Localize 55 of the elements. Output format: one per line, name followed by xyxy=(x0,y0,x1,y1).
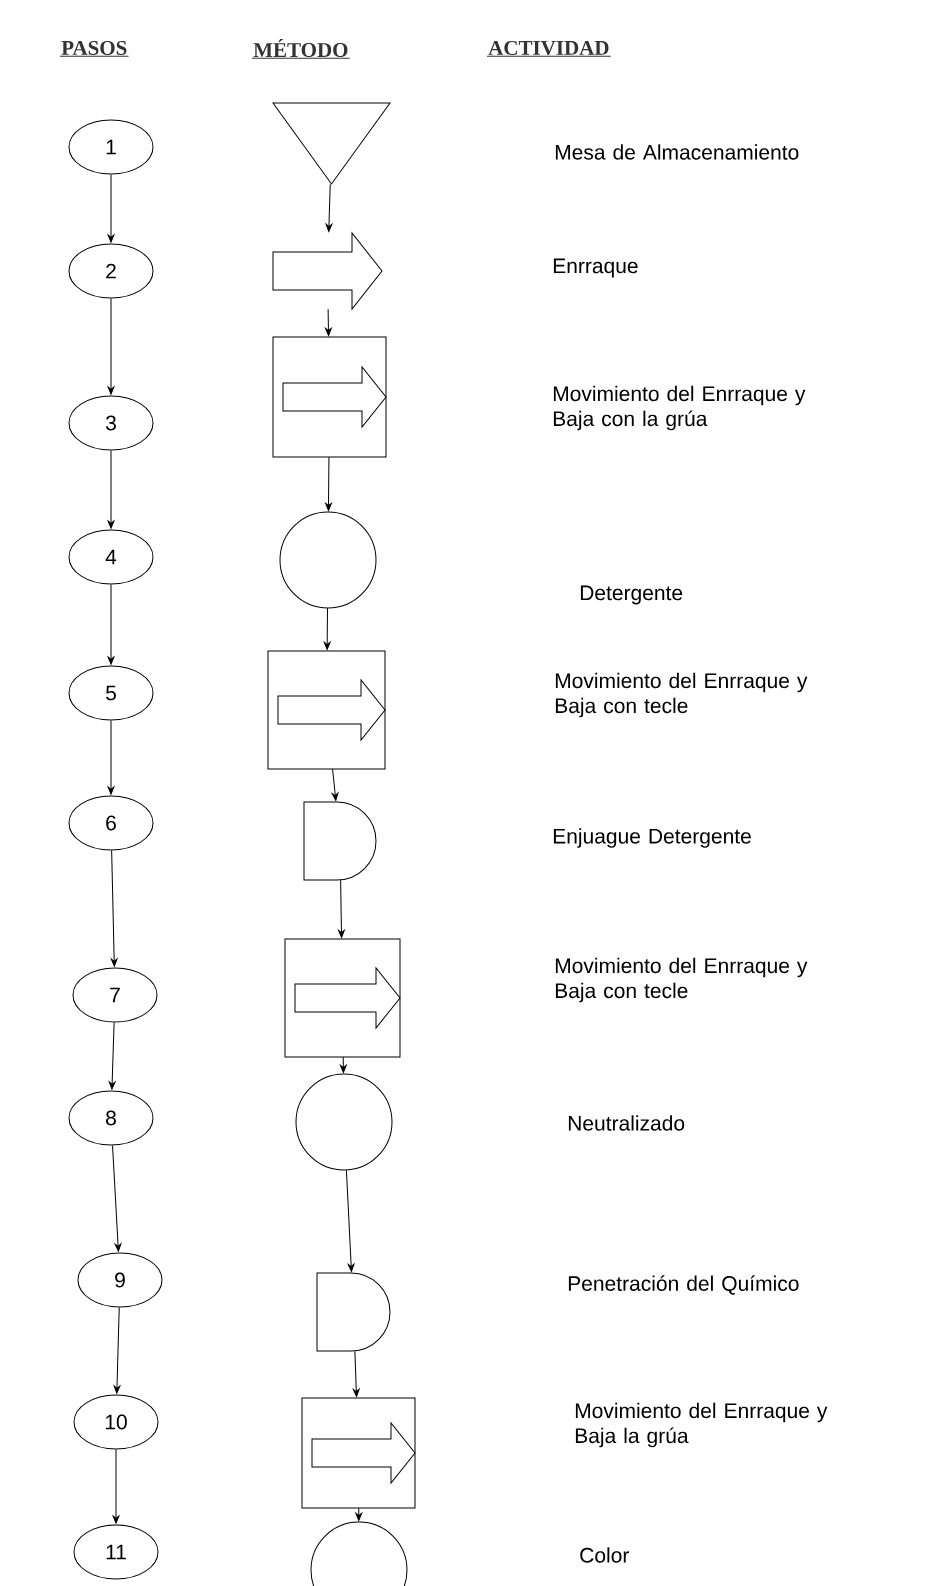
activity-text: Detergente xyxy=(580,585,683,605)
arrow xyxy=(338,879,345,938)
step-oval: 4 xyxy=(68,529,154,585)
storage-triangle xyxy=(272,102,391,185)
arrow xyxy=(352,1350,360,1397)
transport-symbol xyxy=(272,232,383,310)
arrow xyxy=(108,1022,116,1090)
boxed-transport-symbol xyxy=(301,1397,416,1509)
activity-text: Color xyxy=(580,1547,630,1563)
delay-symbol xyxy=(303,801,377,881)
arrow xyxy=(107,174,115,243)
column-heading: ACTIVIDAD xyxy=(486,40,612,57)
boxed-transport-symbol xyxy=(267,650,386,770)
arrow xyxy=(325,308,332,336)
arrow xyxy=(107,584,115,665)
step-oval: 6 xyxy=(68,795,154,851)
step-oval: 8 xyxy=(68,1090,154,1146)
step-oval: 2 xyxy=(68,243,154,299)
step-oval: 9 xyxy=(77,1252,163,1308)
arrow xyxy=(113,1307,121,1394)
column-heading: MÉTODO xyxy=(251,38,351,59)
activity-text: Movimiento del Enrraque y Baja con la grúa xyxy=(553,385,806,431)
delay-symbol xyxy=(316,1272,391,1352)
arrow xyxy=(110,850,118,967)
arrow xyxy=(325,456,332,511)
activity-text: Penetración del Químico xyxy=(568,1275,799,1295)
step-oval: 11 xyxy=(73,1524,159,1580)
arrow xyxy=(112,1145,122,1252)
step-oval: 10 xyxy=(73,1394,159,1450)
step-oval: 3 xyxy=(68,395,154,451)
activity-text: Neutralizado xyxy=(568,1115,685,1131)
arrow xyxy=(339,1056,347,1073)
activity-text: Mesa de Almacenamiento xyxy=(555,144,799,160)
boxed-transport-symbol xyxy=(284,938,401,1058)
operation-circle xyxy=(295,1073,393,1171)
arrow xyxy=(345,1169,355,1272)
activity-text: Movimiento del Enrraque y Baja con tecle xyxy=(555,672,808,718)
arrow xyxy=(331,768,339,801)
activity-text: Movimiento del Enrraque y Baja la grúa xyxy=(575,1402,828,1448)
activity-text: Enjuague Detergente xyxy=(553,828,751,848)
arrow xyxy=(107,450,115,529)
column-heading: PASOS xyxy=(59,40,130,57)
operation-circle xyxy=(279,511,377,609)
activity-text: Enrraque xyxy=(553,258,638,278)
arrow xyxy=(107,720,115,795)
arrow xyxy=(355,1507,363,1521)
arrow xyxy=(112,1449,120,1524)
boxed-transport-symbol xyxy=(272,336,387,458)
step-oval: 1 xyxy=(68,119,154,175)
arrow xyxy=(325,183,333,232)
arrow xyxy=(107,298,115,395)
step-oval: 5 xyxy=(68,665,154,721)
activity-text: Movimiento del Enrraque y Baja con tecle xyxy=(555,957,808,1003)
arrow xyxy=(323,607,331,650)
step-oval: 7 xyxy=(72,967,158,1023)
